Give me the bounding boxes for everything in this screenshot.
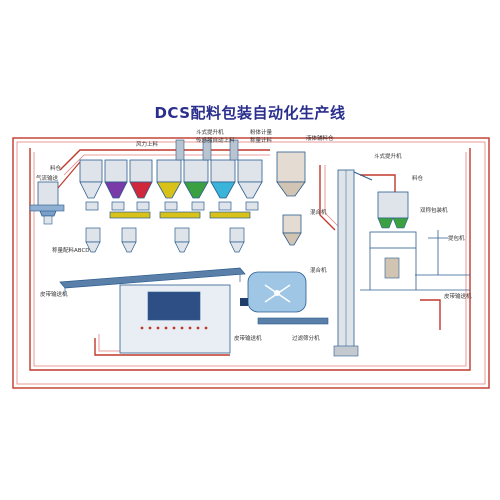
label-powder-metering: 粉体计量	[250, 128, 273, 136]
label-pneumatic: 气流输送	[36, 174, 59, 182]
control-panel	[120, 285, 230, 353]
label-mixer: 混合机	[310, 266, 327, 274]
silo-row	[80, 140, 262, 198]
silo-1	[80, 160, 102, 198]
label-double-packer: 双称包装机	[420, 206, 448, 214]
bucket-elevator	[334, 170, 372, 356]
silo-3	[130, 160, 152, 198]
label-liaocang-right: 料仓	[412, 174, 424, 182]
label-batching-abcd: 称量配料ABCD	[52, 246, 90, 254]
feeder-row	[86, 202, 258, 218]
bag-lifter	[428, 230, 448, 275]
label-filter-screen: 过滤筛分机	[292, 334, 320, 342]
label-mixer-top: 混合机	[310, 208, 327, 216]
weigh-hoppers	[86, 228, 244, 252]
silo-6	[211, 160, 235, 198]
label-conveyor-left: 皮带输送机	[40, 290, 68, 298]
silo-2	[105, 160, 127, 198]
label-elevator-right: 斗式提升机	[374, 152, 402, 160]
label-liaocang-left: 料仓	[50, 164, 62, 172]
label-liquid-tank: 液体辅料仓	[306, 134, 334, 142]
label-conveyor-right: 皮带输送机	[444, 292, 472, 300]
silo-4	[157, 160, 181, 198]
silo-5	[184, 160, 208, 198]
bottom-conveyor	[258, 318, 328, 324]
label-weighing: 称量计料	[250, 136, 273, 144]
label-bag-lifter: 提包机	[448, 234, 465, 242]
label-wind-feed: 风力上料	[136, 140, 159, 148]
silo-7	[238, 160, 262, 198]
mixer	[240, 272, 306, 312]
liquid-tank	[277, 152, 305, 245]
label-sensor-feed: 传感器自动上料	[196, 136, 235, 144]
label-elevator-top: 斗式提升机	[196, 128, 224, 136]
label-conveyor-bottom: 皮带输送机	[234, 334, 262, 342]
